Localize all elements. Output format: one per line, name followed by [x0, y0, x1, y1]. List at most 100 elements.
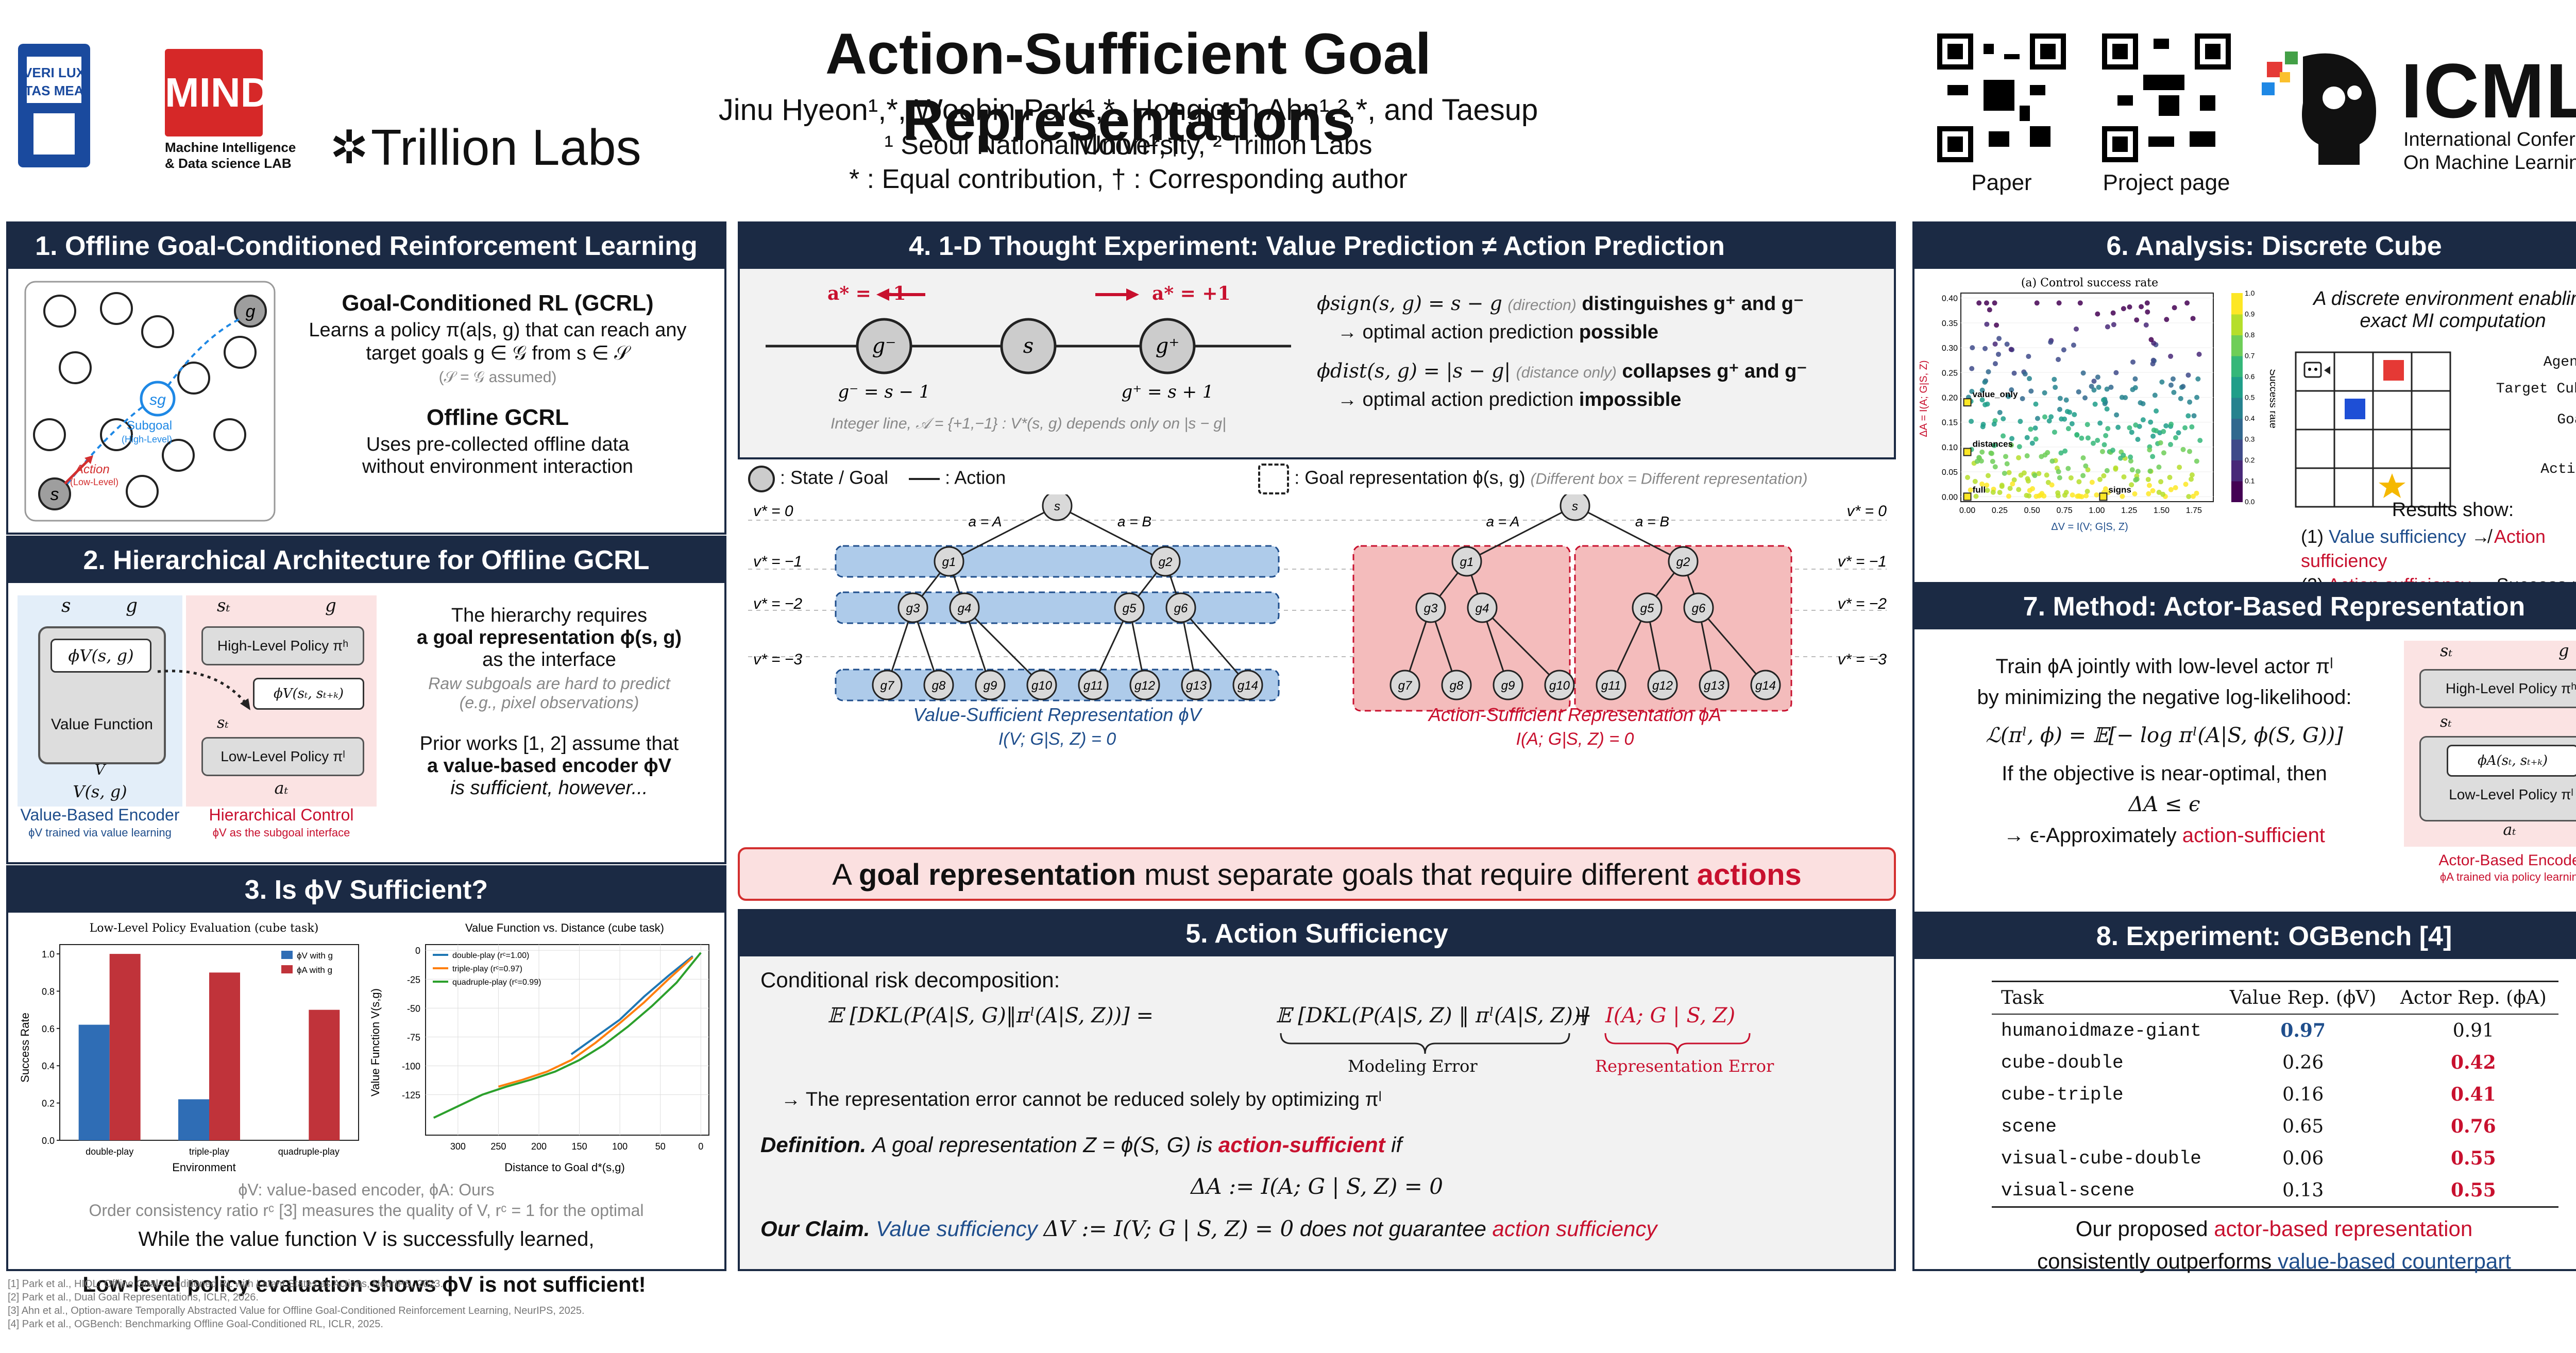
scatter-point	[2056, 469, 2061, 474]
crd-representation-term: I(A; G | S, Z)	[1605, 1004, 1736, 1027]
tree-node	[1467, 592, 1498, 623]
scatter-point	[1991, 421, 1997, 427]
scatter-point	[1984, 482, 1990, 488]
scatter-point	[2178, 396, 2183, 401]
scatter-point	[2030, 486, 2036, 491]
scatter-point	[2038, 492, 2044, 498]
tree-node	[1165, 592, 1196, 623]
scatter-point	[2102, 442, 2107, 448]
s7-text-2: by minimizing the negative log-likelihoo…	[1977, 686, 2352, 709]
scatter-point	[1968, 487, 1973, 493]
dist-formula: ϕdist(s, g) = |s − g|	[1317, 359, 1511, 383]
level-label-left: v* = −1	[753, 553, 802, 570]
g-minus-eq: g⁻ = s − 1	[838, 382, 930, 402]
results-show: Results show:	[2392, 499, 2514, 521]
thought-experiment-panel: a* = −1 a* = +1 g⁻ s g⁺ g⁻ = s − 1 g⁺ = …	[738, 269, 1896, 459]
trillion-logo: ✲ Trillion Labs	[330, 118, 701, 180]
table-cell: visual-scene	[2001, 1179, 2135, 1201]
y-tick-label: 0.8	[42, 986, 55, 997]
tree-node-label: g2	[1676, 555, 1690, 569]
section-7-title: 7. Method: Actor-Based Representation	[1914, 584, 2576, 629]
ae-at-label: aₜ	[2503, 821, 2516, 839]
tree-node	[1026, 670, 1057, 700]
scatter-point	[2048, 414, 2054, 420]
scatter-point	[2130, 359, 2136, 365]
s8-conclusion-2: consistently outperforms value-based cou…	[2037, 1249, 2511, 1273]
state-icon	[748, 466, 775, 492]
scatter-point	[2096, 384, 2102, 390]
scatter-point	[2167, 474, 2173, 480]
snu-logo: VERI LUX TAS MEA	[15, 41, 93, 170]
discrete-desc-2: exact MI computation	[2360, 310, 2546, 332]
scatter-point	[2076, 389, 2081, 395]
section-1-title: 1. Offline Goal-Conditioned Reinforcemen…	[8, 224, 724, 269]
table-cell: 0.97	[2280, 1020, 2326, 1041]
s2-text-7: a value-based encoder ϕV	[427, 755, 672, 777]
scatter-point	[2074, 432, 2080, 438]
scatter-point	[2001, 416, 2006, 422]
colorbar-segment	[2231, 418, 2243, 440]
scatter-point	[2065, 466, 2071, 471]
dist-result: → optimal action prediction	[1337, 389, 1574, 411]
definition-term: action-sufficient	[1218, 1133, 1385, 1157]
banner-part-4: actions	[1697, 858, 1802, 892]
bar-chart-title: Low-Level Policy Evaluation (cube task)	[90, 922, 319, 935]
legend-label: quadruple-play (rᶜ=0.99)	[452, 978, 541, 987]
qr-paper[interactable]: Paper	[1937, 33, 2066, 196]
tree-node	[1632, 592, 1663, 623]
icml-logo: ICML International Conference On Machine…	[2257, 41, 2576, 175]
banner-part-3: must separate goals that require differe…	[1136, 858, 1697, 892]
scatter-point	[2084, 422, 2090, 427]
scatter-point	[1992, 361, 1998, 367]
sign-formula: ϕsign(s, g) = s − g	[1317, 292, 1502, 315]
scatter-point	[1991, 442, 1997, 448]
offline-gcrl-heading: Offline GCRL	[426, 405, 569, 430]
plot-frame	[425, 944, 709, 1136]
tree-node	[1750, 670, 1781, 700]
references: [1] Park et al., HIQL: Offline Goal-Cond…	[8, 1277, 1759, 1331]
table-cell: 0.16	[2282, 1084, 2324, 1105]
scatter-point	[2147, 468, 2153, 474]
tree-caption: Value-Sufficient Representation ϕV	[913, 704, 1202, 725]
action-label: a = B	[1635, 513, 1669, 529]
x-tick-label: 0.50	[2024, 506, 2040, 515]
reference-item: [2] Park et al., Dual Goal Representatio…	[8, 1292, 259, 1303]
scatter-point	[2002, 470, 2007, 476]
colorbar-tick: 0.5	[2245, 393, 2255, 402]
legend-state: : State / Goal	[780, 467, 889, 488]
scatter-point	[2129, 430, 2134, 435]
tree-node	[1451, 546, 1482, 577]
scatter-point	[2168, 421, 2174, 427]
scatter-point	[2018, 419, 2023, 424]
line-chart-title: Value Function vs. Distance (cube task)	[465, 921, 664, 934]
scatter-point	[2045, 450, 2050, 455]
mind-logo-mark: MIND	[165, 49, 270, 136]
action-label: a = B	[1117, 513, 1151, 529]
s2-text-6: Prior works [1, 2] assume that	[419, 733, 679, 755]
hc-caption: Hierarchical Control	[209, 806, 354, 824]
scatter-point	[2084, 488, 2090, 494]
scatter-point	[1982, 402, 1988, 407]
scatter-point	[2168, 353, 2174, 359]
s7-text-6: action-sufficient	[2182, 824, 2325, 847]
scatter-point	[2138, 400, 2143, 405]
hc-st2-label: sₜ	[217, 714, 229, 732]
y-tick-label: 1.0	[42, 949, 55, 960]
scatter-point	[2152, 392, 2158, 398]
scatter-point	[2186, 494, 2192, 500]
hc-at-label: aₜ	[274, 778, 289, 798]
high-level-policy-box: High-Level Policy πʰ	[201, 626, 364, 665]
scatter-point	[2121, 474, 2127, 479]
x-tick-label: 0.00	[1959, 506, 1975, 515]
section-5: 5. Action Sufficiency Conditional risk d…	[738, 909, 1896, 1271]
dashed-box-icon	[1258, 464, 1290, 494]
fig-lowlevel-label: (Low-Level)	[70, 477, 118, 487]
g-plus-eq: g⁺ = s + 1	[1122, 382, 1214, 402]
gcrl-heading: Goal-Conditioned RL (GCRL)	[342, 290, 654, 316]
tree-node	[975, 670, 1006, 700]
section-3: 3. Is ϕV Sufficient? Low-Level Policy Ev…	[6, 865, 726, 1271]
scatter-point	[2055, 490, 2061, 495]
qr-project[interactable]: Project page	[2102, 33, 2231, 196]
scatter-point	[2148, 419, 2154, 425]
table-header-actor: Actor Rep. (ϕA)	[2400, 987, 2547, 1008]
